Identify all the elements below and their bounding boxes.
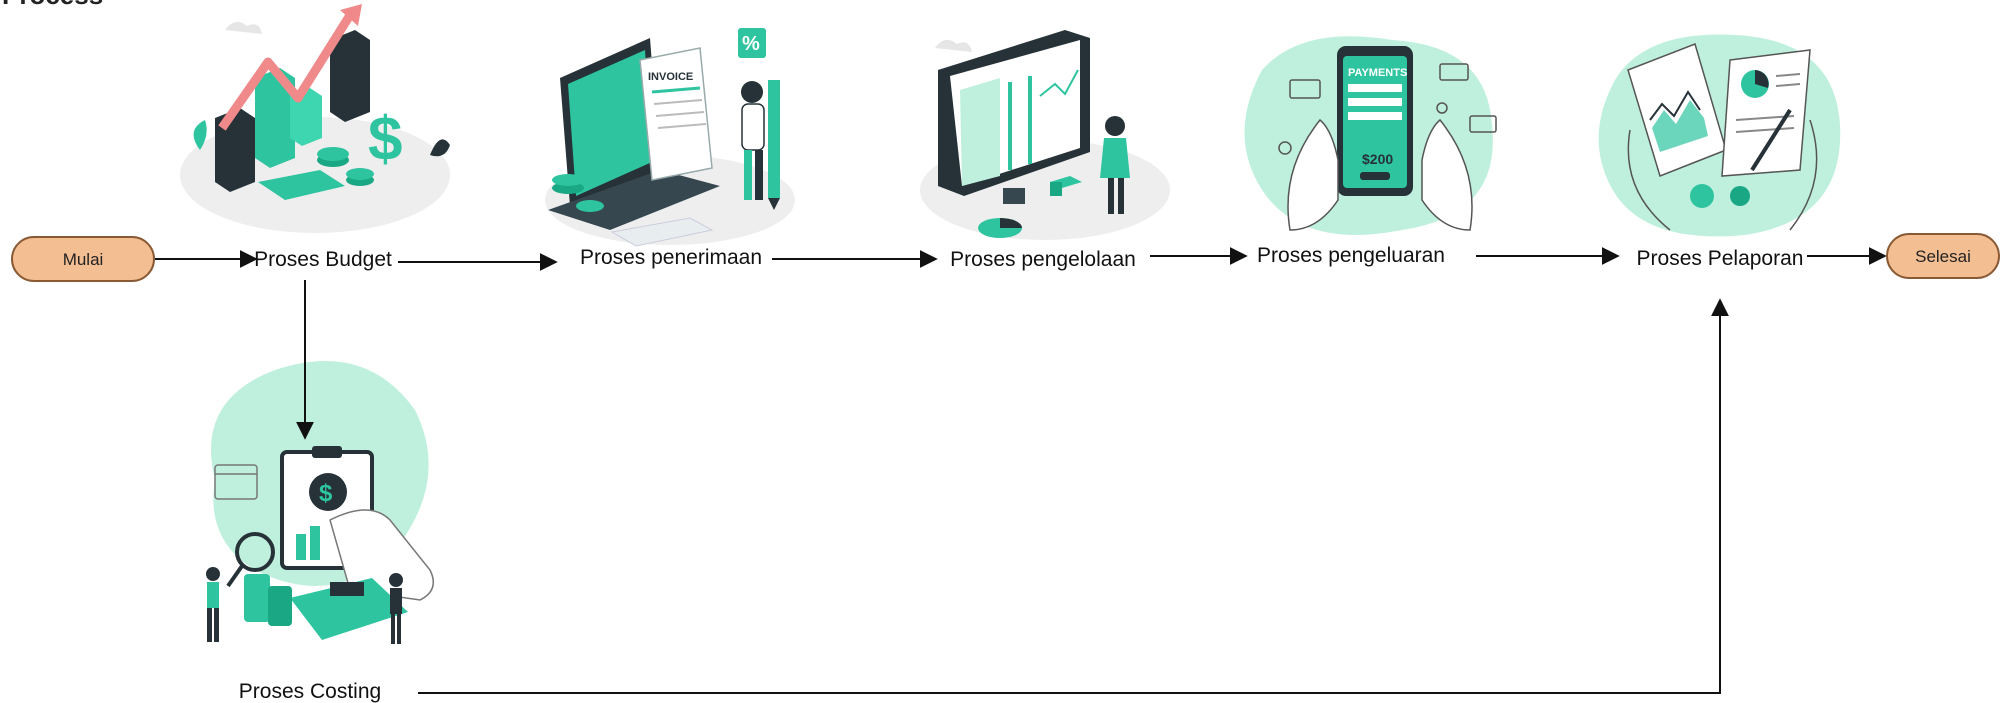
mobile-payment-illustration: PAYMENTS $200: [1244, 36, 1497, 235]
step-pengeluaran-label: Proses pengeluaran: [1257, 244, 1445, 267]
calculator-receipt-illustration: $: [206, 361, 435, 644]
end-label: Selesai: [1915, 247, 1971, 266]
step-pengelolaan-label: Proses pengelolaan: [950, 248, 1136, 271]
step-pelaporan-label: Proses Pelaporan: [1637, 247, 1804, 270]
step-budget-label: Proses Budget: [254, 248, 392, 271]
step-costing-label: Proses Costing: [239, 680, 381, 703]
svg-text:$: $: [368, 105, 402, 174]
start-terminal: Mulai: [11, 236, 155, 282]
arrow-costing-to-pelaporan: [418, 298, 1729, 694]
diagram-title: Process: [2, 0, 103, 10]
step-penerimaan-label: Proses penerimaan: [580, 246, 762, 269]
start-label: Mulai: [63, 250, 104, 269]
payments-header: PAYMENTS: [1348, 67, 1407, 79]
end-terminal: Selesai: [1886, 233, 2000, 279]
payment-amount: $200: [1362, 151, 1393, 167]
invoice-laptop-illustration: INVOICE %: [545, 28, 795, 247]
financial-report-illustration: [1598, 34, 1841, 237]
dashboard-monitor-illustration: [920, 30, 1170, 240]
finance-growth-illustration: $: [180, 4, 450, 233]
svg-text:$: $: [319, 480, 333, 507]
svg-text:%: %: [742, 33, 760, 55]
invoice-label: INVOICE: [648, 71, 693, 83]
